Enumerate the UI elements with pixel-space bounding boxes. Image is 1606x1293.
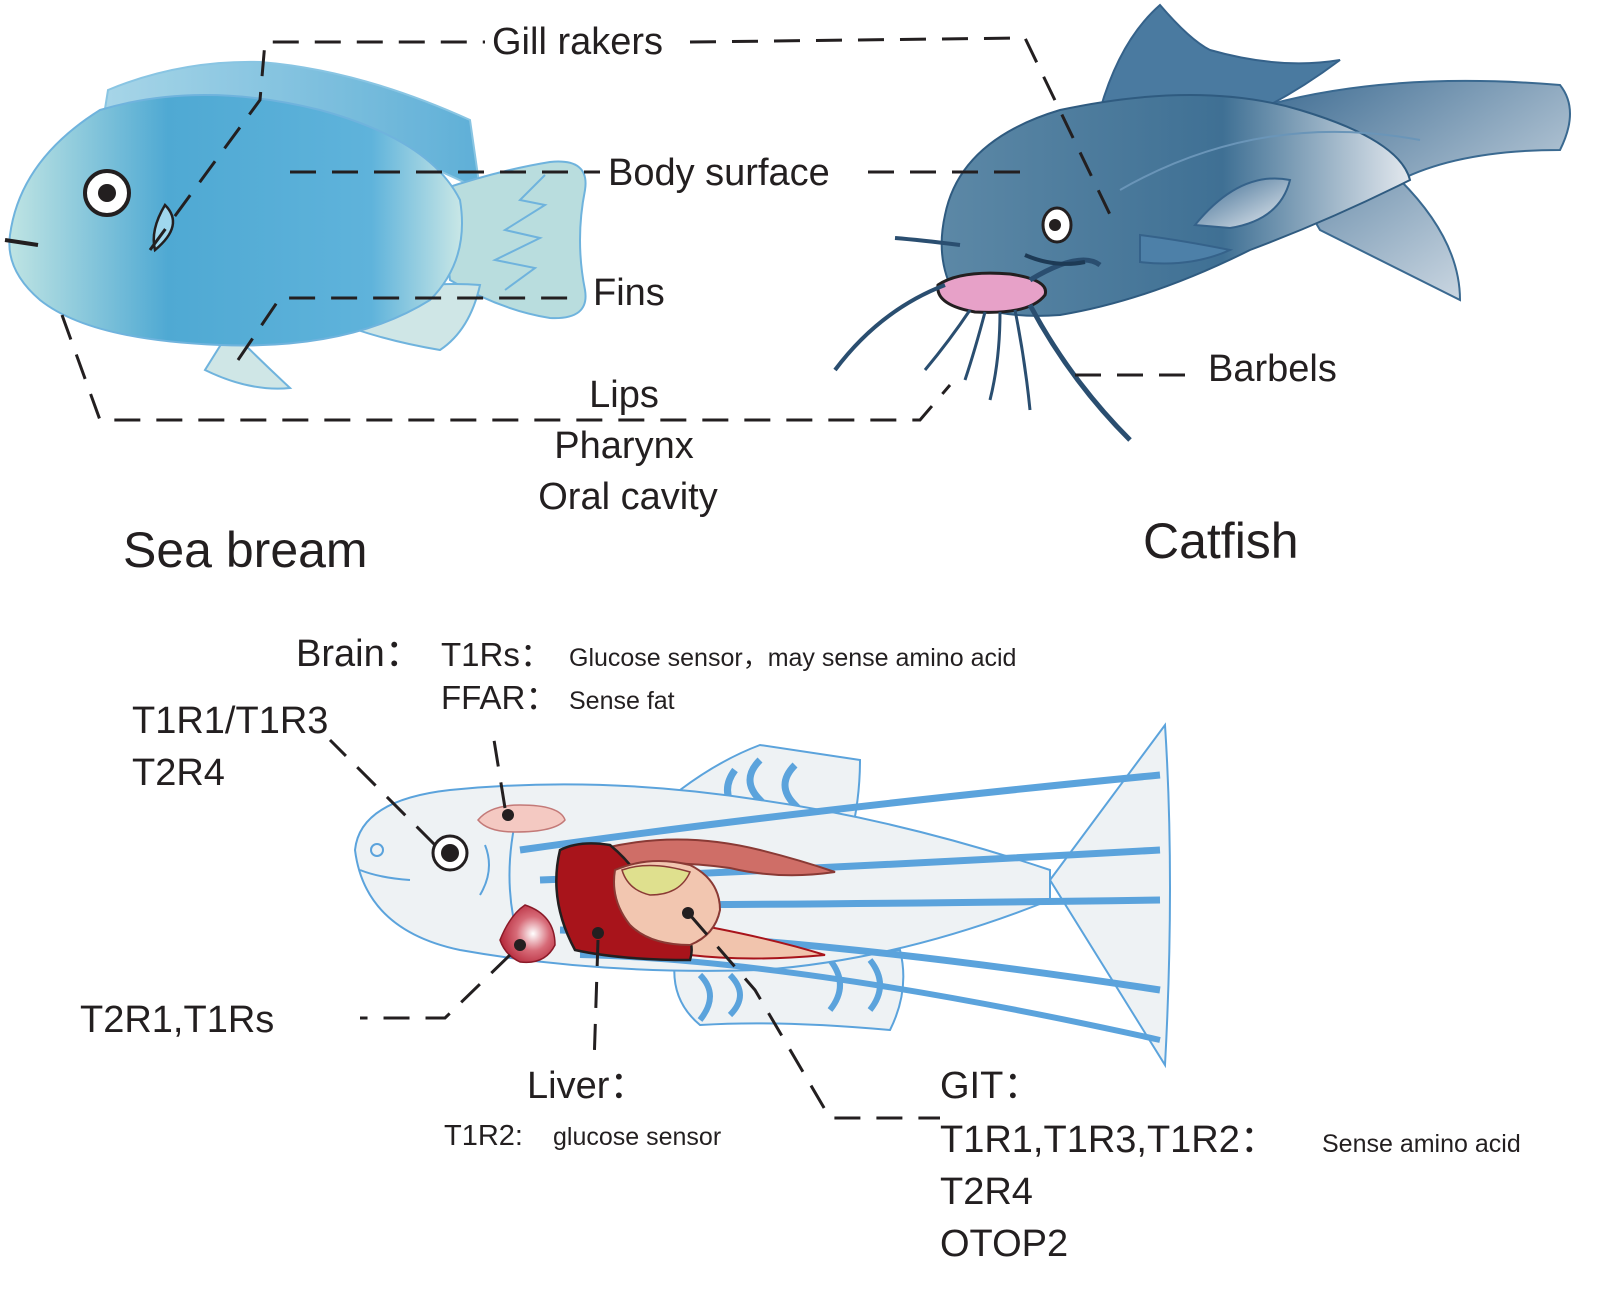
brain-ffar-label: FFAR：: [441, 679, 558, 716]
catfish-illustration: [833, 3, 1571, 442]
git-function: Sense amino acid: [1322, 1130, 1521, 1158]
sea-bream-illustration: [4, 60, 587, 390]
heart-organ: [499, 904, 556, 964]
catfish-title: Catfish: [1143, 513, 1299, 569]
barbels-label: Barbels: [1208, 348, 1337, 390]
pharynx-label: Pharynx: [554, 425, 693, 467]
brain-title: Brain：: [296, 633, 423, 675]
lips-label: Lips: [589, 374, 659, 416]
git-title: GIT：: [940, 1065, 1041, 1107]
git-extra-1: T2R4: [940, 1171, 1033, 1213]
external-labels: Gill rakers Body surface Fins Barbels Li…: [123, 21, 1337, 578]
internal-leader-lines: [328, 738, 940, 1120]
git-receptors: T1R1,T1R3,T1R2：: [940, 1119, 1278, 1161]
sea-bream-title: Sea bream: [123, 522, 368, 578]
gill-rakers-label: Gill rakers: [492, 21, 663, 63]
brain-ffar-function: Sense fat: [569, 687, 675, 715]
eye-receptor-1: T1R1/T1R3: [132, 700, 328, 742]
fins-label: Fins: [593, 272, 665, 314]
brain-t1rs-function: Glucose sensor，may sense amino acid: [569, 644, 1016, 672]
liver-title: Liver：: [527, 1065, 647, 1107]
eye-receptor-2: T2R4: [132, 752, 225, 794]
internal-fish-illustration: [353, 722, 1171, 1069]
external-leader-lines: [60, 36, 1200, 422]
brain-t1rs-label: T1Rs：: [441, 636, 553, 673]
liver-receptor: T1R2:: [444, 1120, 523, 1152]
liver-function: glucose sensor: [553, 1123, 721, 1151]
internal-labels: Brain： T1Rs： Glucose sensor，may sense am…: [80, 633, 1521, 1265]
oral-cavity-label: Oral cavity: [538, 476, 717, 518]
body-surface-label: Body surface: [608, 152, 830, 194]
git-extra-2: OTOP2: [940, 1223, 1068, 1265]
heart-receptors: T2R1,T1Rs: [80, 999, 274, 1041]
